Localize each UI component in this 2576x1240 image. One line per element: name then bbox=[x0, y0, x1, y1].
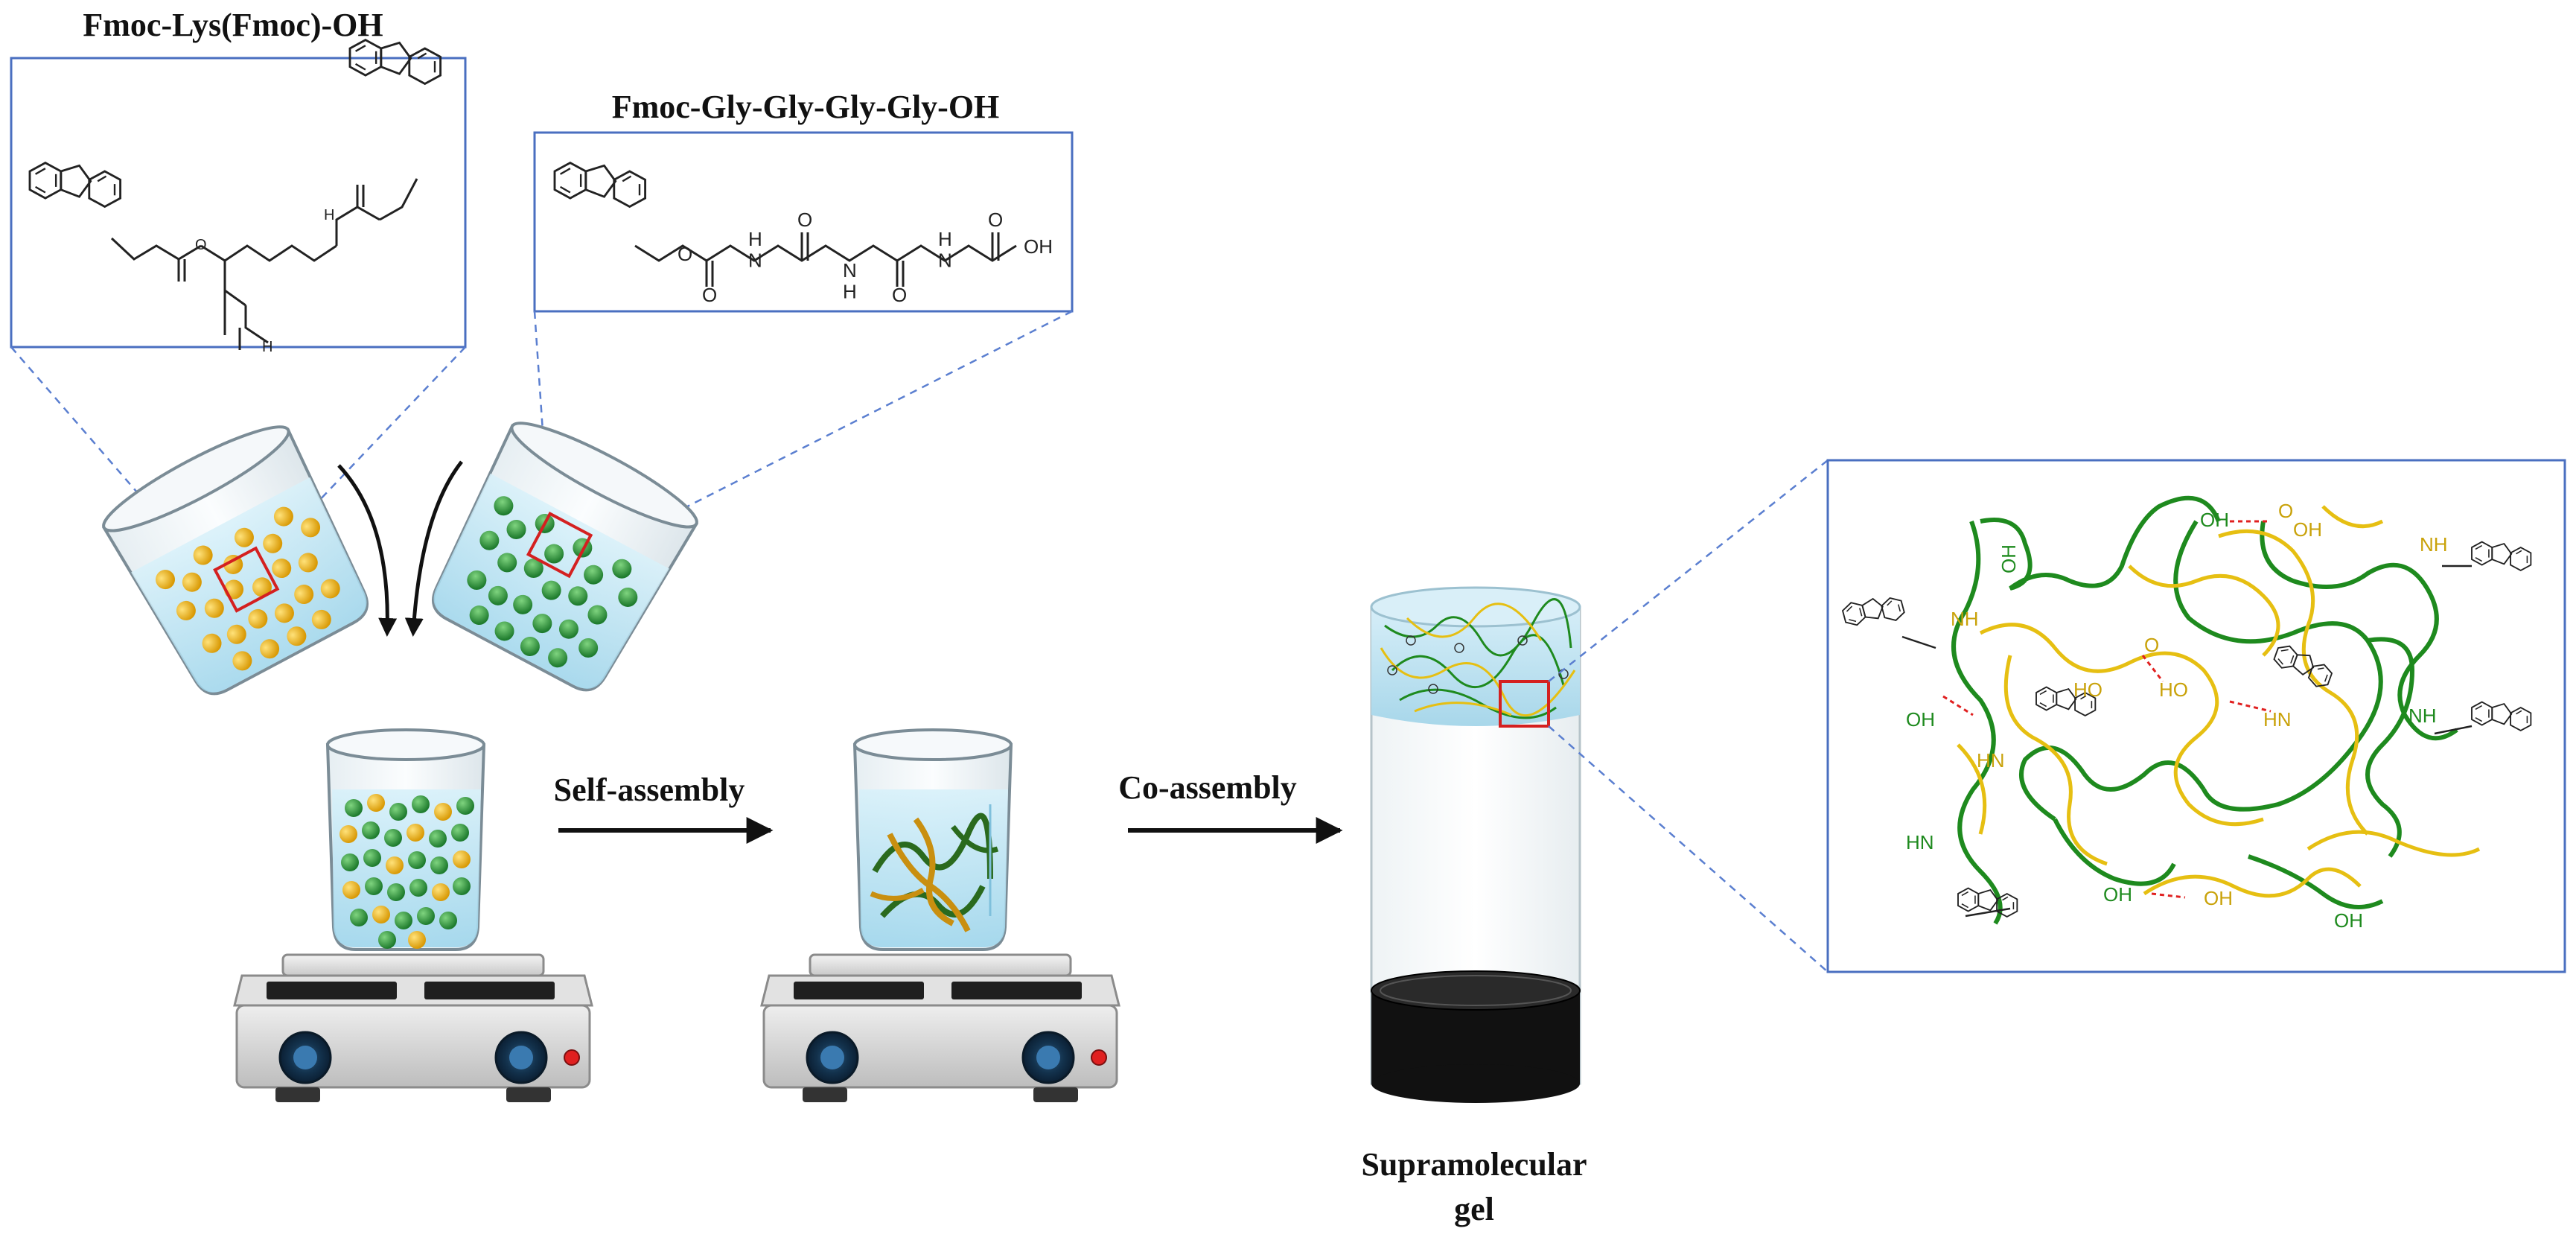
gel-label-line1: Supramolecular bbox=[1361, 1146, 1587, 1183]
fmoc-lys-structure-panel: Fmoc-Lys(Fmoc)-OH O H H bbox=[10, 7, 467, 355]
net-oh-1: OH bbox=[2200, 509, 2229, 531]
hydrogen-bond-network-panel: OH OH O NH OH NH OH O HO HN NH HN HN OH … bbox=[1826, 459, 2566, 973]
net-nh-2: NH bbox=[1951, 608, 1979, 630]
zoom-box-gel bbox=[1499, 680, 1550, 728]
net-nh-3: NH bbox=[2408, 705, 2437, 727]
network-box bbox=[1826, 459, 2566, 973]
green-strands bbox=[1951, 495, 2458, 925]
gly-o-4: O bbox=[892, 284, 907, 306]
supramolecular-gel-vial bbox=[1370, 586, 1581, 1103]
co-assembly-label: Co-assembly bbox=[1118, 769, 1297, 806]
net-nh-4: HN bbox=[2263, 708, 2292, 731]
self-assembly-label: Self-assembly bbox=[554, 772, 745, 808]
zoom-lines-right bbox=[1548, 460, 1829, 973]
net-o-1: O bbox=[2278, 500, 2293, 522]
fmoc-gly-title: Fmoc-Gly-Gly-Gly-Gly-OH bbox=[612, 89, 1000, 125]
net-oh-4: OH bbox=[1906, 708, 1935, 731]
gly-o-5: O bbox=[988, 209, 1003, 231]
yellow-strands bbox=[1957, 505, 2481, 898]
fmoc-lys-box bbox=[10, 57, 467, 349]
svg-text:H: H bbox=[262, 339, 272, 355]
net-o-3: O bbox=[2144, 634, 2159, 656]
beaker-fibers bbox=[852, 728, 1013, 951]
gly-o-2: O bbox=[702, 284, 717, 306]
fmoc-groups bbox=[1841, 542, 2531, 918]
net-oh-7: HO bbox=[2073, 678, 2102, 701]
fmoc-gly-box bbox=[533, 131, 1074, 313]
gly-o-1: O bbox=[678, 243, 692, 265]
net-oh-8: OH bbox=[2334, 909, 2363, 932]
pour-arrow-left bbox=[337, 464, 398, 637]
net-nh-1: NH bbox=[2420, 533, 2448, 556]
hydrogen-bonds bbox=[1942, 520, 2271, 899]
beaker-fmoc-lys bbox=[101, 425, 369, 696]
zoom-box-lys bbox=[213, 546, 280, 613]
pour-arrow-right bbox=[404, 460, 463, 637]
net-oh-6: OH bbox=[2204, 887, 2233, 909]
net-oh-5: OH bbox=[2103, 883, 2132, 906]
net-nh-5: HN bbox=[1977, 749, 2005, 772]
gel-label-line2: gel bbox=[1454, 1191, 1494, 1227]
svg-text:O: O bbox=[195, 237, 207, 253]
zoom-box-gly bbox=[526, 512, 593, 579]
beaker-mixed bbox=[325, 728, 486, 951]
net-o-2: HO bbox=[2159, 678, 2188, 701]
net-oh-3: OH bbox=[1998, 544, 2020, 573]
stirrer-fibers bbox=[760, 728, 1120, 1102]
gly-o-3: O bbox=[797, 209, 812, 231]
gly-oh: OH bbox=[1024, 235, 1053, 258]
fmoc-lys-title: Fmoc-Lys(Fmoc)-OH bbox=[83, 7, 383, 43]
fmoc-lys-skeletal-formula: O H H bbox=[28, 39, 442, 355]
stirrer-mixed bbox=[233, 728, 593, 1102]
svg-text:H: H bbox=[324, 207, 334, 223]
net-nh-6: HN bbox=[1906, 831, 1934, 853]
net-oh-2: OH bbox=[2293, 518, 2322, 541]
beaker-fmoc-gly bbox=[432, 422, 699, 692]
